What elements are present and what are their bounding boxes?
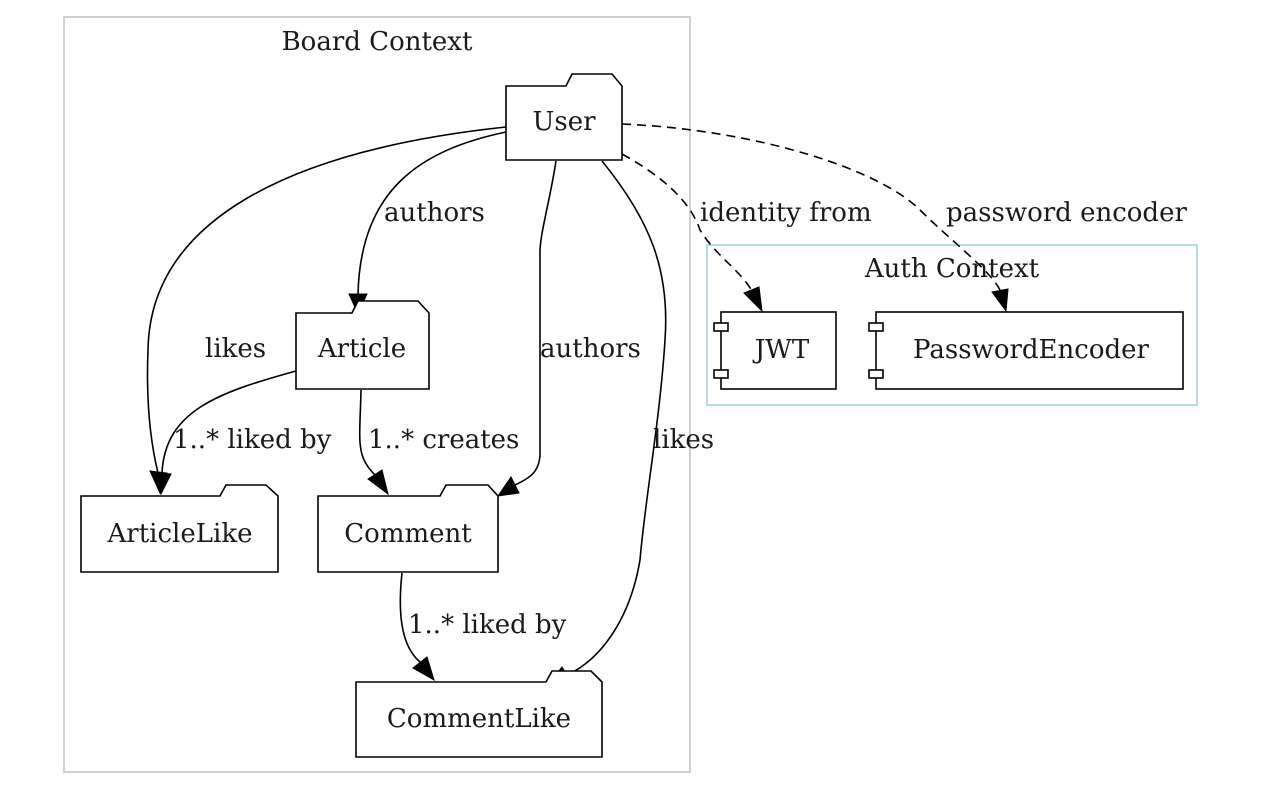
node-article[interactable]: Article [295, 300, 430, 390]
nodes[interactable]: User Article ArticleLike Comment Comment… [80, 73, 1184, 758]
edge-user-commentlike-label: likes [653, 425, 714, 455]
edge-article-comment-label: 1..* creates [368, 425, 519, 455]
node-comment-folder-shape [317, 484, 499, 573]
edge-user-comment-arrow [496, 476, 520, 497]
edge-user-comment-label: authors [540, 334, 641, 364]
edge-comment-commentlike-label: 1..* liked by [408, 610, 567, 640]
node-commentlike-label: CommentLike [387, 704, 571, 734]
cluster-auth-context: Auth Context [706, 244, 1198, 406]
edge-article-comment: 1..* creates [358, 389, 519, 496]
edge-article-articlelike: 1..* liked by [152, 370, 332, 496]
node-user[interactable]: User [505, 73, 623, 161]
edge-article-articlelike-line [161, 370, 297, 474]
edge-user-passwordencoder-line [621, 123, 1001, 291]
edge-comment-commentlike-arrow [412, 656, 435, 682]
node-articlelike[interactable]: ArticleLike [80, 484, 279, 573]
edge-user-passwordencoder-label: password encoder [946, 198, 1187, 228]
edge-user-comment: authors [496, 160, 641, 497]
node-user-folder-shape [505, 73, 623, 161]
node-comment[interactable]: Comment [317, 484, 499, 573]
edge-user-jwt-line [621, 153, 753, 292]
node-user-label: User [532, 107, 596, 137]
node-articlelike-folder-shape [80, 484, 279, 573]
edge-user-passwordencoder: password encoder [621, 123, 1187, 313]
edge-article-comment-line [358, 389, 376, 476]
edge-article-articlelike-arrow [152, 471, 172, 496]
node-article-folder-shape [295, 300, 430, 390]
node-article-label: Article [317, 334, 406, 364]
edge-user-article-label: authors [384, 198, 485, 228]
node-comment-label: Comment [344, 519, 472, 549]
edge-user-article: authors [348, 131, 507, 316]
edge-user-passwordencoder-arrow [991, 288, 1009, 313]
edge-user-article-line [357, 131, 507, 296]
node-passwordencoder-port-top [868, 322, 884, 332]
edge-comment-commentlike: 1..* liked by [399, 572, 567, 682]
node-commentlike-folder-shape [355, 670, 603, 758]
edge-comment-commentlike-line [399, 572, 421, 663]
edge-article-comment-arrow [367, 469, 389, 496]
edge-user-jwt: identity from [621, 153, 872, 313]
cluster-board-context: Board Context [63, 16, 691, 773]
node-passwordencoder-port-bottom [868, 369, 884, 379]
edge-article-articlelike-label: 1..* liked by [173, 425, 332, 455]
node-passwordencoder[interactable]: PasswordEncoder [868, 311, 1184, 390]
node-passwordencoder-label: PasswordEncoder [913, 335, 1149, 365]
edge-user-commentlike-line [566, 160, 667, 676]
cluster-auth-title: Auth Context [864, 254, 1040, 284]
node-jwt-port-top [713, 322, 729, 332]
edge-user-articlelike-label: likes [205, 334, 266, 364]
node-jwt[interactable]: JWT [713, 311, 837, 390]
cluster-board-title: Board Context [282, 27, 473, 57]
node-jwt-port-bottom [713, 369, 729, 379]
cluster-auth-border [706, 244, 1198, 406]
node-jwt-label: JWT [752, 335, 810, 365]
edges: authors likes 1..* liked by 1..* creates… [146, 123, 1187, 686]
edge-user-jwt-label: identity from [700, 198, 872, 228]
edge-user-comment-line [514, 160, 557, 486]
node-commentlike[interactable]: CommentLike [355, 670, 603, 758]
node-passwordencoder-body [875, 311, 1184, 390]
node-articlelike-label: ArticleLike [107, 519, 253, 549]
edge-user-jwt-arrow [743, 286, 763, 313]
cluster-board-border [63, 16, 691, 773]
node-jwt-body [720, 311, 837, 390]
edge-user-articlelike-line [146, 126, 507, 474]
